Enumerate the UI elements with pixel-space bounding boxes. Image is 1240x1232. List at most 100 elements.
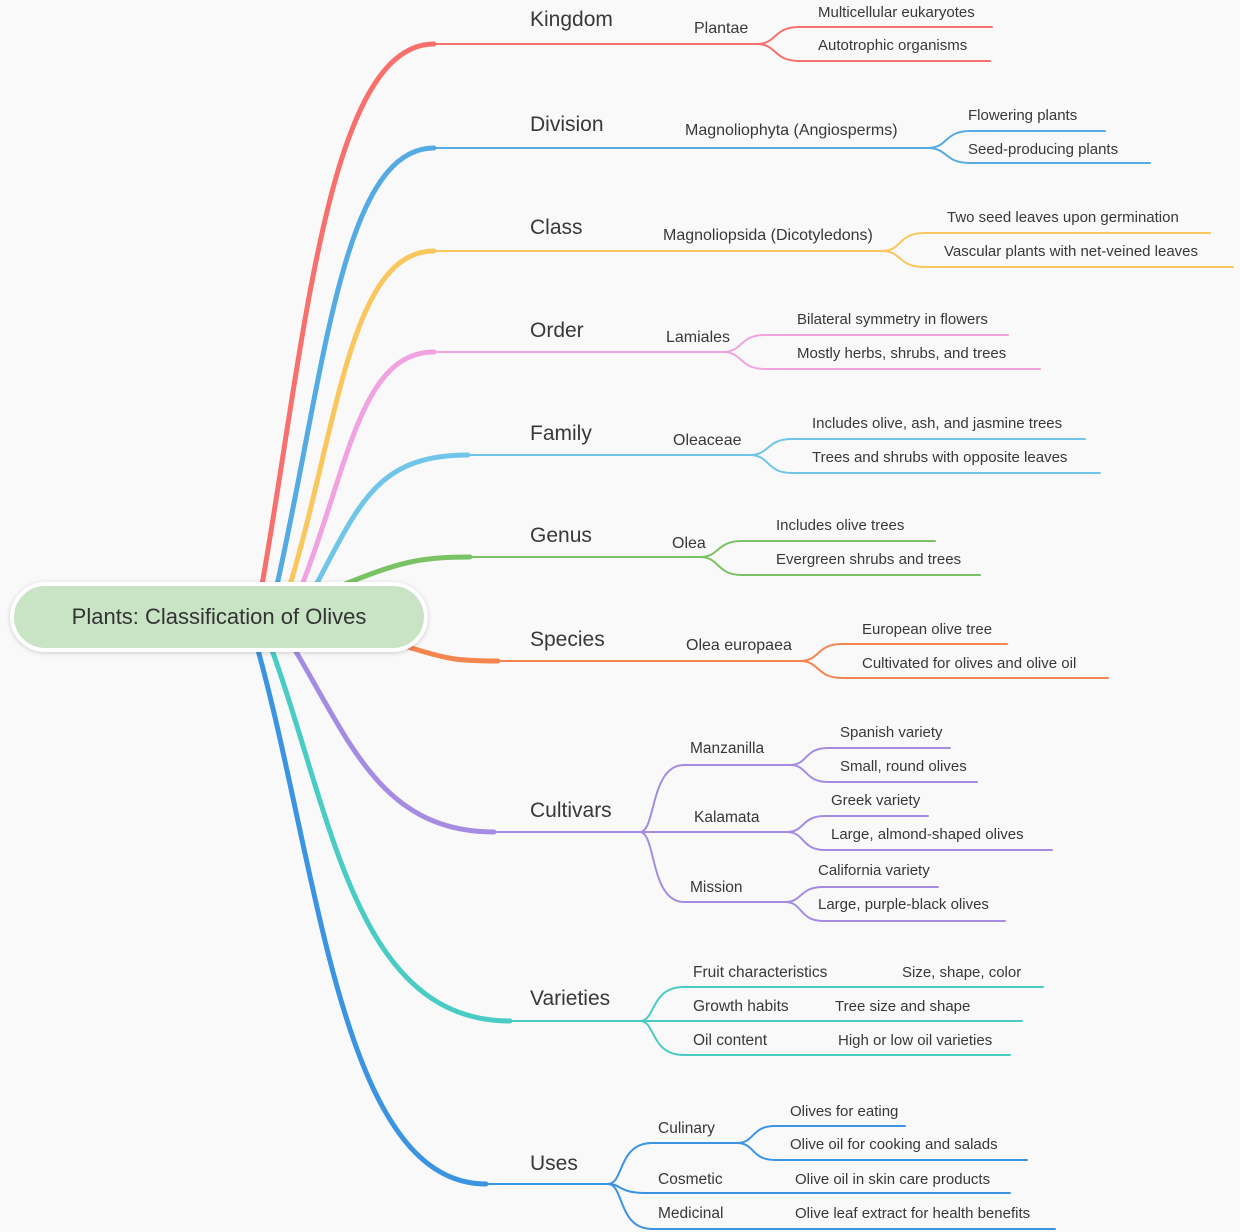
edge-line: [786, 815, 929, 833]
edge-line: [274, 145, 437, 588]
node-label-kalamata: Kalamata: [694, 809, 760, 826]
leaf-label: Bilateral symmetry in flowers: [797, 311, 988, 328]
species-branch-edges: [405, 643, 1109, 679]
cultivars-branch-edges: [292, 647, 1053, 922]
class-branch-edges: [287, 232, 1234, 588]
leaf-label: Tree size and shape: [835, 998, 971, 1015]
edge-line: [736, 1142, 1028, 1161]
edge-line: [881, 250, 1234, 268]
leaf-label: Spanish variety: [840, 724, 943, 741]
edge-line: [405, 644, 501, 664]
edge-line: [749, 438, 1086, 456]
leaf-label: Olives for eating: [790, 1103, 899, 1120]
node-label-mission: Mission: [690, 879, 743, 896]
leaf-label: Olive oil for cooking and salads: [790, 1136, 998, 1153]
leaf-label: Multicellular eukaryotes: [818, 4, 975, 21]
root-node: Plants: Classification of Olives: [10, 582, 428, 652]
branch-label-genus: Genus: [530, 524, 592, 547]
edge-line: [313, 452, 471, 588]
node-label-medicinal: Medicinal: [658, 1205, 724, 1222]
leaf-label: Size, shape, color: [902, 964, 1022, 981]
leaf-label: Small, round olives: [840, 758, 967, 775]
node-label-fruit-characteristics: Fruit characteristics: [693, 964, 828, 981]
edge-line: [639, 831, 786, 903]
edge-line: [786, 831, 1053, 851]
branch-label-cultivars: Cultivars: [530, 799, 612, 822]
genus-branch-edges: [342, 540, 981, 587]
node-label-plantae: Plantae: [694, 20, 749, 37]
edge-line: [756, 43, 991, 62]
leaf-label: Olive oil in skin care products: [795, 1171, 991, 1188]
root-node-label: Plants: Classification of Olives: [71, 604, 367, 629]
edge-line: [784, 886, 939, 903]
edge-line: [639, 764, 791, 833]
edge-line: [799, 643, 1008, 662]
node-label-culinary: Culinary: [658, 1120, 715, 1137]
leaf-label: Olive leaf extract for health benefits: [795, 1205, 1031, 1222]
node-label-olea: Olea: [672, 535, 706, 552]
leaf-label: Large, purple-black olives: [818, 896, 989, 913]
edge-line: [722, 351, 1041, 370]
leaf-label: Two seed leaves upon germination: [947, 209, 1179, 226]
leaf-label: European olive tree: [862, 621, 993, 638]
edge-line: [799, 660, 1109, 679]
edge-line: [607, 1142, 738, 1185]
node-label-magnoliophyta: Magnoliophyta (Angiosperms): [685, 122, 898, 139]
branch-label-division: Division: [530, 113, 604, 136]
edge-line: [699, 556, 981, 576]
node-label-cosmetic: Cosmetic: [658, 1171, 723, 1188]
edge-line: [259, 41, 437, 588]
leaf-label: Includes olive, ash, and jasmine trees: [812, 415, 1063, 432]
node-label-manzanilla: Manzanilla: [690, 740, 765, 757]
order-branch-edges: [299, 334, 1041, 588]
node-label-growth-habits: Growth habits: [693, 998, 789, 1015]
family-branch-edges: [313, 438, 1101, 588]
leaf-label: Mostly herbs, shrubs, and trees: [797, 345, 1007, 362]
node-label-olea-europaea: Olea europaea: [686, 637, 792, 654]
edge-line: [789, 747, 951, 766]
edge-line: [756, 26, 993, 45]
leaf-label: Large, almond-shaped olives: [831, 826, 1024, 843]
leaf-label: Flowering plants: [968, 107, 1078, 124]
leaf-label: Vascular plants with net-veined leaves: [944, 243, 1199, 260]
branch-label-uses: Uses: [530, 1152, 578, 1175]
uses-branch-edges: [255, 647, 1056, 1230]
edge-line: [255, 647, 489, 1187]
edge-line: [749, 454, 1101, 474]
node-label-magnoliopsida: Magnoliopsida (Dicotyledons): [663, 227, 873, 244]
leaf-label: Autotrophic organisms: [818, 37, 968, 54]
leaf-label: Includes olive trees: [776, 517, 905, 534]
branch-label-family: Family: [530, 422, 592, 445]
node-label-oleaceae: Oleaceae: [673, 432, 742, 449]
edge-line: [269, 647, 513, 1024]
edge-line: [299, 349, 437, 588]
branch-label-species: Species: [530, 628, 605, 651]
edge-line: [639, 986, 1044, 1022]
edge-line: [639, 1020, 1011, 1056]
edge-line: [881, 232, 1211, 252]
edge-line: [789, 764, 978, 783]
leaf-label: Cultivated for olives and olive oil: [862, 655, 1077, 672]
edge-line: [927, 130, 1106, 149]
leaf-label: Trees and shrubs with opposite leaves: [812, 449, 1068, 466]
edge-line: [722, 334, 1009, 353]
leaf-label: Evergreen shrubs and trees: [776, 551, 962, 568]
node-label-oil-content: Oil content: [693, 1032, 768, 1049]
branch-label-class: Class: [530, 216, 583, 239]
leaf-label: California variety: [818, 862, 930, 879]
edge-line: [287, 248, 437, 588]
edge-line: [736, 1125, 906, 1144]
branch-label-varieties: Varieties: [530, 987, 611, 1010]
leaf-label: Greek variety: [831, 792, 921, 809]
kingdom-branch-edges: [259, 26, 993, 588]
branch-label-order: Order: [530, 319, 584, 342]
edge-line: [292, 647, 497, 835]
edge-line: [607, 1183, 1056, 1230]
leaf-label: Seed-producing plants: [968, 141, 1119, 158]
node-label-lamiales: Lamiales: [666, 329, 731, 346]
branch-label-kingdom: Kingdom: [530, 8, 613, 31]
edge-line: [784, 901, 1006, 922]
edge-line: [342, 554, 473, 587]
